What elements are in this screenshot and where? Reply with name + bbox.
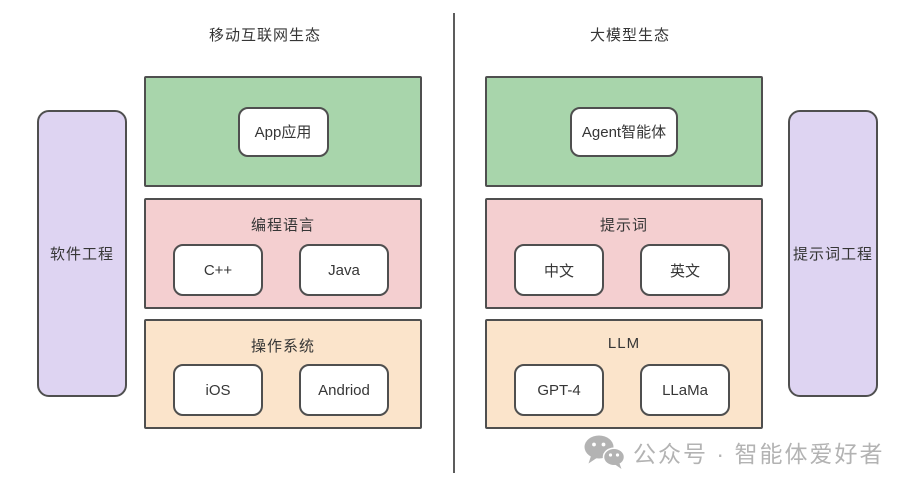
right-section-title: 大模型生态 [589, 27, 670, 44]
programming-language-layer: 编程语言 C++ Java [144, 198, 422, 309]
watermark: 公众号 · 智能体爱好者 [583, 434, 884, 470]
app-chip: App应用 [237, 106, 329, 157]
android-chip: Andriod [299, 364, 389, 416]
operating-system-label: 操作系统 [250, 338, 315, 355]
section-divider [453, 13, 455, 473]
prompt-layer: 提示词 中文 英文 [485, 198, 763, 309]
java-chip: Java [299, 244, 389, 296]
left-section: App应用 编程语言 C++ Java 操作系统 iOS Andriod [144, 0, 422, 485]
llm-label: LLM [607, 335, 641, 352]
right-side-label: 提示词工程 [792, 246, 873, 263]
prompt-label: 提示词 [599, 217, 648, 234]
agent-layer: Agent智能体 [485, 76, 763, 187]
cpp-chip: C++ [173, 244, 263, 296]
operating-system-layer: 操作系统 iOS Andriod [144, 319, 422, 429]
left-section-title: 移动互联网生态 [208, 27, 321, 44]
english-chip: 英文 [640, 244, 730, 296]
right-side-label-box: 提示词工程 [788, 110, 878, 397]
app-layer: App应用 [144, 76, 422, 187]
right-section: Agent智能体 提示词 中文 英文 LLM GPT-4 LLaMa [485, 0, 763, 485]
watermark-text: 公众号 · 智能体爱好者 [633, 441, 885, 467]
programming-language-label: 编程语言 [250, 217, 315, 234]
left-side-label-box: 软件工程 [37, 110, 127, 397]
agent-chip: Agent智能体 [569, 106, 679, 157]
wechat-icon [583, 434, 625, 470]
llama-chip: LLaMa [640, 364, 730, 416]
left-side-label: 软件工程 [49, 246, 114, 263]
ios-chip: iOS [173, 364, 263, 416]
gpt4-chip: GPT-4 [514, 364, 604, 416]
llm-layer: LLM GPT-4 LLaMa [485, 319, 763, 429]
chinese-chip: 中文 [514, 244, 604, 296]
